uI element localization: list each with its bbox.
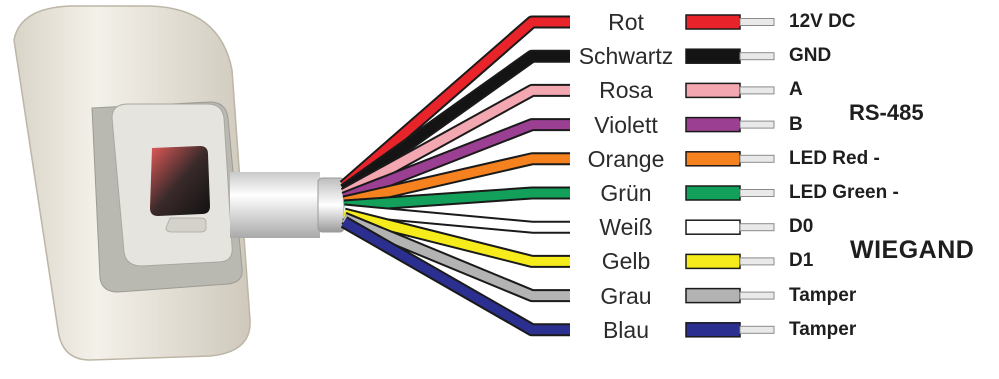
group-label-wiegand: WIEGAND bbox=[850, 236, 975, 264]
wire-9 bbox=[341, 218, 572, 335]
signal-label: GND bbox=[789, 45, 832, 67]
wire-1 bbox=[341, 51, 572, 194]
signal-label: Tamper bbox=[789, 318, 857, 340]
wire-4 bbox=[342, 154, 572, 207]
wire-name: Violett bbox=[594, 111, 658, 138]
fingerprint-reader bbox=[13, 5, 251, 361]
signal-label: D0 bbox=[789, 216, 814, 238]
wire-end-3 bbox=[685, 116, 741, 133]
wire-conductor-6 bbox=[739, 223, 775, 232]
wire-2 bbox=[341, 85, 572, 198]
wire-end-9 bbox=[685, 322, 741, 338]
wire-conductor-2 bbox=[739, 86, 775, 95]
fingerprint-sensor bbox=[150, 146, 210, 216]
wire-end-7 bbox=[685, 253, 741, 270]
wire-end-1 bbox=[685, 48, 741, 64]
signal-label: D1 bbox=[789, 250, 814, 272]
wire-labels-panel bbox=[570, 8, 682, 358]
wire-conductor-0 bbox=[739, 18, 775, 26]
cable-jacket bbox=[230, 172, 320, 238]
wire-conductor-4 bbox=[739, 154, 775, 163]
wire-3 bbox=[342, 120, 572, 203]
terminals-layer bbox=[685, 14, 775, 338]
wire-conductor-9 bbox=[739, 325, 775, 334]
wire-6 bbox=[343, 205, 572, 232]
wire-end-6 bbox=[685, 219, 741, 235]
wire-name: Rosa bbox=[599, 77, 653, 104]
wire-name: Grün bbox=[600, 180, 652, 206]
wire-end-8 bbox=[685, 287, 741, 304]
wire-name: Blau bbox=[602, 316, 650, 343]
signal-label: B bbox=[789, 113, 803, 135]
signal-label: Tamper bbox=[789, 284, 857, 306]
group-label-rs485: RS-485 bbox=[849, 100, 924, 125]
wire-conductor-8 bbox=[739, 291, 775, 300]
signal-label: LED Red - bbox=[789, 147, 880, 169]
wire-8 bbox=[342, 213, 572, 301]
signal-label: A bbox=[789, 79, 803, 101]
wire-name: Schwartz bbox=[578, 43, 674, 70]
wire-end-0 bbox=[685, 14, 741, 30]
wire-name: Rot bbox=[608, 9, 644, 35]
signal-label: 12V DC bbox=[789, 11, 856, 32]
wire-conductor-3 bbox=[739, 120, 775, 129]
wire-conductor-1 bbox=[739, 52, 775, 61]
sensor-guide bbox=[165, 217, 207, 233]
wire-name: Orange bbox=[587, 145, 665, 172]
wire-5 bbox=[343, 188, 572, 211]
cable-ferrule bbox=[317, 177, 345, 233]
wire-name: Weiß bbox=[599, 214, 653, 241]
wire-conductor-7 bbox=[739, 257, 775, 266]
wire-0 bbox=[341, 17, 572, 190]
labels-box-layer bbox=[570, 8, 682, 358]
wire-end-5 bbox=[685, 185, 741, 201]
signal-label: LED Green - bbox=[789, 182, 899, 203]
wires-layer bbox=[339, 15, 572, 337]
wire-conductor-5 bbox=[739, 189, 775, 197]
wire-7 bbox=[342, 209, 572, 266]
wire-name: Grau bbox=[600, 282, 652, 309]
wire-end-4 bbox=[685, 151, 741, 167]
cable bbox=[230, 172, 345, 238]
wire-end-2 bbox=[685, 82, 741, 99]
wire-name: Gelb bbox=[601, 248, 651, 275]
